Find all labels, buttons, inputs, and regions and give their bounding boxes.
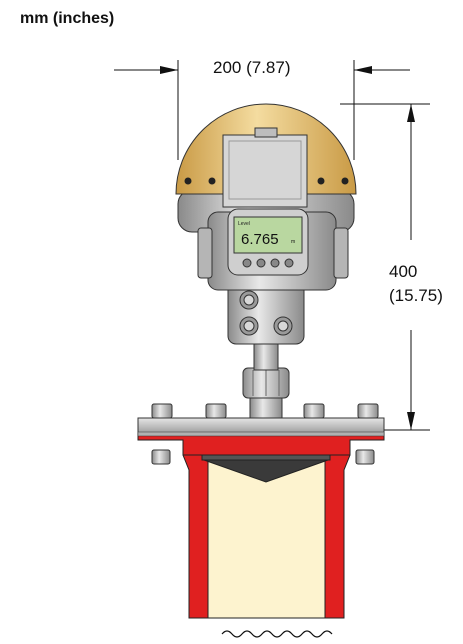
- height-dimension-label: 400 (15.75): [389, 260, 443, 308]
- lcd-brand-label: Level: [238, 221, 250, 227]
- units-label: mm (inches): [20, 10, 115, 27]
- display-lid: [222, 127, 308, 208]
- pipe-break-symbol: [221, 630, 333, 638]
- width-arrow-left: [160, 66, 178, 74]
- height-arrow-bottom: [407, 412, 415, 430]
- flange-bolts-bottom: [151, 449, 375, 465]
- height-dimension-value: 400: [389, 262, 418, 281]
- conduit-block: [227, 279, 305, 345]
- lcd-unit: m: [291, 239, 295, 245]
- width-dimension-label: 200 (7.87): [213, 58, 291, 77]
- flange-bolts-top: [151, 403, 379, 419]
- display-window: [227, 208, 309, 276]
- lcd-reading: 6.765: [241, 231, 279, 248]
- process-flange: [137, 417, 385, 456]
- width-arrow-right: [354, 66, 372, 74]
- transmitter-neck: [242, 339, 290, 419]
- height-arrow-top: [407, 104, 415, 122]
- height-dimension-inches: (15.75): [389, 286, 443, 305]
